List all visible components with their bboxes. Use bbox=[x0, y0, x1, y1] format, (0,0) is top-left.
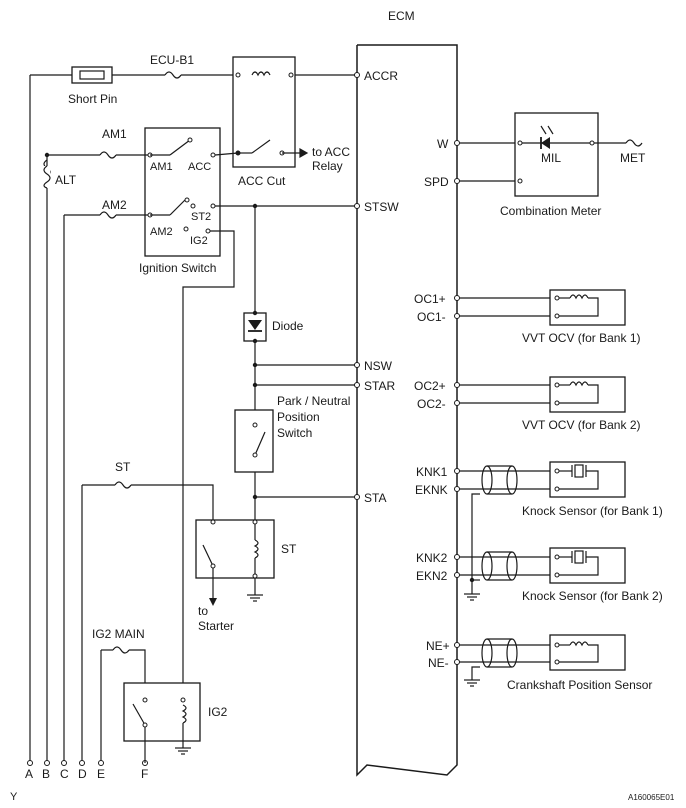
to-starter-1: to bbox=[198, 604, 208, 618]
image-code: A160065E01 bbox=[628, 793, 675, 802]
ig2-main-fuse-icon bbox=[112, 646, 130, 654]
ecm-box bbox=[356, 44, 458, 777]
bus-terminals bbox=[27, 760, 148, 766]
diode-icon bbox=[248, 320, 262, 330]
short-pin-label: Short Pin bbox=[68, 92, 117, 106]
ig2-coil-icon bbox=[181, 704, 187, 724]
ig2-ground-icon bbox=[175, 747, 191, 755]
terminal-c: C bbox=[60, 767, 69, 781]
terminal-f: F bbox=[141, 767, 148, 781]
bus-lines bbox=[29, 75, 102, 763]
shield-2-icon bbox=[481, 551, 518, 581]
pin-nsw: NSW bbox=[364, 359, 393, 373]
pin-sta: STA bbox=[364, 491, 386, 505]
ecu-b1-label: ECU-B1 bbox=[150, 53, 194, 67]
knock1-box bbox=[549, 461, 626, 498]
terminal-a: A bbox=[25, 767, 33, 781]
pin-oc1p: OC1+ bbox=[414, 292, 446, 306]
mil-led-icon bbox=[541, 137, 550, 149]
pin-oc2m: OC2- bbox=[417, 397, 446, 411]
st-relay bbox=[195, 519, 275, 579]
pin-oc2p: OC2+ bbox=[414, 379, 446, 393]
st-relay-label: ST bbox=[281, 542, 297, 556]
to-acc-relay-1: to ACC bbox=[312, 145, 350, 159]
crank-label: Crankshaft Position Sensor bbox=[507, 678, 652, 692]
ig2-relay bbox=[123, 682, 201, 742]
st-ground-icon bbox=[247, 594, 263, 602]
pnp-switch bbox=[234, 409, 274, 473]
knock2-label: Knock Sensor (for Bank 2) bbox=[522, 589, 663, 603]
to-acc-relay-2: Relay bbox=[312, 159, 343, 173]
shield-1-icon bbox=[481, 465, 518, 495]
pin-oc1m: OC1- bbox=[417, 310, 446, 324]
st-fuse-icon bbox=[114, 481, 132, 489]
terminal-d: D bbox=[78, 767, 87, 781]
acc-cut-label: ACC Cut bbox=[238, 174, 286, 188]
terminal-e: E bbox=[97, 767, 105, 781]
pnp-label-1: Park / Neutral bbox=[277, 394, 350, 408]
ignition-switch bbox=[144, 127, 221, 257]
terminal-b: B bbox=[42, 767, 50, 781]
ig2-main-label: IG2 MAIN bbox=[92, 627, 145, 641]
pin-w: W bbox=[437, 137, 449, 151]
vvt1-box bbox=[549, 289, 626, 326]
crank-box bbox=[549, 634, 626, 671]
am1-fuse-label: AM1 bbox=[102, 127, 127, 141]
diode-label: Diode bbox=[272, 319, 304, 333]
am2-fuse-icon bbox=[99, 211, 117, 219]
sw-ig2-label: IG2 bbox=[190, 235, 208, 247]
vvt2-label: VVT OCV (for Bank 2) bbox=[522, 418, 640, 432]
shield-3-icon bbox=[481, 638, 518, 668]
am2-fuse-label: AM2 bbox=[102, 198, 127, 212]
crank-coil-icon bbox=[569, 641, 589, 647]
sw-acc-label: ACC bbox=[188, 161, 211, 173]
to-starter-2: Starter bbox=[198, 619, 234, 633]
pnp-label-2: Position bbox=[277, 410, 320, 424]
pin-nem: NE- bbox=[428, 656, 449, 670]
ig2-relay-label: IG2 bbox=[208, 705, 228, 719]
vvt1-coil-icon bbox=[569, 294, 589, 300]
st-coil-icon bbox=[253, 539, 259, 559]
knock1-label: Knock Sensor (for Bank 1) bbox=[522, 504, 663, 518]
corner-mark: Y bbox=[10, 791, 18, 803]
vvt1-label: VVT OCV (for Bank 1) bbox=[522, 331, 640, 345]
pin-stsw: STSW bbox=[364, 200, 399, 214]
short-pin-icon bbox=[71, 66, 113, 84]
vvt2-box bbox=[549, 376, 626, 413]
knock2-box bbox=[549, 547, 626, 584]
knock-ground-icon bbox=[464, 593, 480, 601]
met-label: MET bbox=[620, 151, 646, 165]
mil-label: MIL bbox=[541, 151, 561, 165]
pin-nep: NE+ bbox=[426, 639, 450, 653]
pnp-label-3: Switch bbox=[277, 426, 312, 440]
st-fuse-label: ST bbox=[115, 460, 131, 474]
sw-am1-label: AM1 bbox=[150, 161, 173, 173]
crank-ground-icon bbox=[464, 679, 480, 687]
pin-accr: ACCR bbox=[364, 69, 398, 83]
ecu-b1-fuse-icon bbox=[164, 71, 182, 79]
am1-fuse-icon bbox=[99, 151, 117, 159]
ecm-title: ECM bbox=[388, 9, 415, 23]
pin-star: STAR bbox=[364, 379, 395, 393]
sw-am2-label: AM2 bbox=[150, 226, 173, 238]
pin-knk2: KNK2 bbox=[416, 551, 448, 565]
combination-meter bbox=[514, 112, 599, 197]
pin-eknk: EKNK bbox=[415, 483, 448, 497]
met-fuse-icon bbox=[625, 139, 643, 147]
pin-spd: SPD bbox=[424, 175, 449, 189]
combination-meter-label: Combination Meter bbox=[500, 204, 601, 218]
pin-knk1: KNK1 bbox=[416, 465, 448, 479]
ignition-switch-label: Ignition Switch bbox=[139, 261, 216, 275]
sw-st2-label: ST2 bbox=[191, 211, 211, 223]
pin-ekn2: EKN2 bbox=[416, 569, 448, 583]
alt-fuse-label: ALT bbox=[55, 173, 77, 187]
vvt2-coil-icon bbox=[569, 381, 589, 387]
